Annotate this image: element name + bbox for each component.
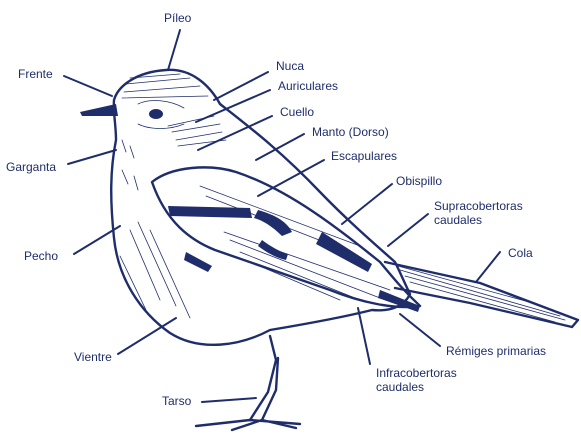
label-obispillo: Obispillo <box>396 174 442 188</box>
leader-cuello <box>198 116 272 150</box>
leader-nuca <box>214 72 268 100</box>
label-cuello: Cuello <box>280 105 314 119</box>
label-escapulares: Escapulares <box>331 149 397 163</box>
label-pecho: Pecho <box>24 249 58 263</box>
leader-pileo <box>168 30 180 70</box>
label-frente: Frente <box>18 67 53 81</box>
bird-beak <box>80 104 118 116</box>
label-infracob-2: caudales <box>376 380 424 394</box>
bird-leg <box>250 336 278 420</box>
leader-vientre <box>118 318 176 354</box>
leader-frente <box>64 76 112 96</box>
leader-obispillo <box>342 184 392 224</box>
leader-remiges <box>400 314 440 346</box>
label-manto: Manto (Dorso) <box>312 125 389 139</box>
label-nuca: Nuca <box>276 59 304 73</box>
label-garganta: Garganta <box>6 160 56 174</box>
label-pileo: Píleo <box>164 11 192 25</box>
label-remiges: Rémiges primarias <box>446 344 546 358</box>
leader-tarso <box>202 398 256 402</box>
leader-infracob <box>358 308 370 364</box>
bird-illustration <box>80 70 578 430</box>
bird-feet <box>196 420 300 430</box>
label-cola: Cola <box>508 246 533 260</box>
label-vientre: Vientre <box>74 350 112 364</box>
label-auriculares: Auriculares <box>278 79 338 93</box>
leader-cola <box>476 252 500 282</box>
wing-bar-marks <box>168 206 252 218</box>
bird-eye <box>149 109 163 119</box>
leader-garganta <box>68 150 116 164</box>
leader-supracob <box>388 214 428 246</box>
leader-auriculares <box>196 90 270 122</box>
leader-escapulares <box>258 160 324 196</box>
labels: Píleo Frente Nuca Auriculares Cuello Man… <box>6 11 546 408</box>
label-infracob-1: Infracobertoras <box>376 366 457 380</box>
bird-tail <box>385 262 578 327</box>
label-supracob-2: caudales <box>434 213 482 227</box>
label-tarso: Tarso <box>162 394 192 408</box>
label-supracob-1: Supracobertoras <box>434 199 523 213</box>
